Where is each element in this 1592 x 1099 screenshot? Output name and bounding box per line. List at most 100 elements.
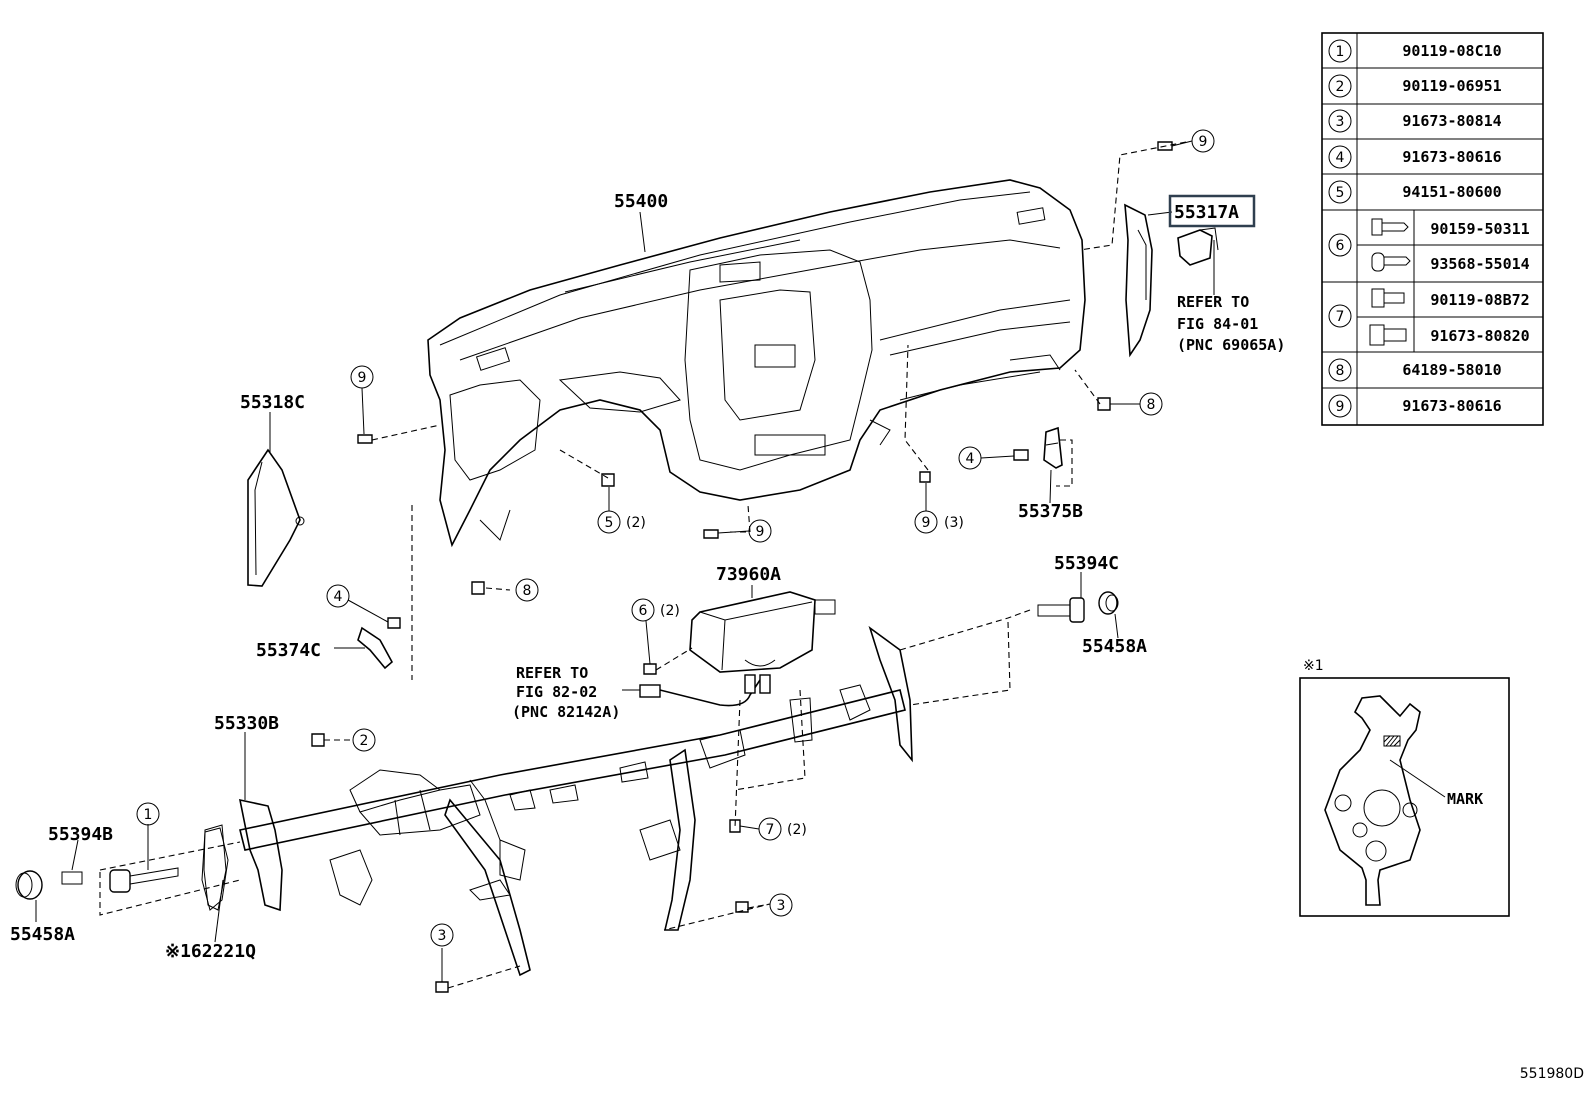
svg-text:9: 9 <box>1199 134 1208 150</box>
solid-leaders <box>35 211 1446 943</box>
refer-note-line: (PNC 82142A) <box>512 703 620 721</box>
label-55374C: 55374C <box>256 640 321 661</box>
refer-note-line: FIG 84-01 <box>1177 315 1258 333</box>
clip-icon <box>1371 218 1409 236</box>
clip-icon <box>1371 252 1411 272</box>
table-row: 5 94151-80600 <box>1328 180 1502 204</box>
side-panel-right <box>1124 203 1219 358</box>
refer-note-line: (PNC 69065A) <box>1177 336 1285 354</box>
svg-text:7: 7 <box>766 822 775 838</box>
callout-4: 4 <box>958 446 1015 470</box>
table-row: 9 91673-80616 <box>1328 394 1502 418</box>
label-162221Q: ※162221Q <box>165 941 256 962</box>
airbag-module <box>639 591 836 707</box>
callout-7: 7 (2) <box>739 817 807 841</box>
label-55458A-right: 55458A <box>1082 636 1147 657</box>
figure-code: 551980D <box>1520 1066 1584 1082</box>
callout-6: 6 (2) <box>631 598 680 665</box>
table-row: 8 64189-58010 <box>1328 358 1502 382</box>
part-number: 91673-80820 <box>1430 327 1529 345</box>
callout-4: 4 <box>326 584 389 623</box>
refer-note-line: REFER TO <box>1177 293 1249 311</box>
callout-8: 8 <box>515 578 539 602</box>
callout-9: 9 <box>350 365 374 435</box>
callout-8: 8 <box>1110 392 1163 416</box>
row-number: 5 <box>1336 185 1345 201</box>
label-55458A-left: 55458A <box>10 924 75 945</box>
svg-text:(2): (2) <box>626 515 646 531</box>
svg-text:1: 1 <box>144 807 153 823</box>
callouts: 9 9 9 9 (3) 8 8 5 <box>136 129 1215 947</box>
parts-table: 1 90119-08C10 2 90119-06951 3 91673-8081… <box>1321 32 1544 426</box>
label-55394C: 55394C <box>1054 553 1119 574</box>
reinforcement-beam <box>201 625 913 977</box>
part-number: 64189-58010 <box>1402 361 1501 379</box>
svg-text:6: 6 <box>639 603 648 619</box>
callout-3: 3 <box>769 893 793 917</box>
row-number: 6 <box>1336 238 1345 254</box>
table-row: 3 91673-80814 <box>1328 109 1502 133</box>
label-55400: 55400 <box>614 191 668 212</box>
callout-9: 9 (3) <box>914 483 964 534</box>
label-55394B: 55394B <box>48 824 113 845</box>
table-row: 7 90119-08B72 91673-80820 <box>1328 288 1530 346</box>
svg-text:2: 2 <box>360 733 369 749</box>
label-55318C: 55318C <box>240 392 305 413</box>
part-number: 94151-80600 <box>1402 183 1501 201</box>
row-number: 1 <box>1336 44 1345 60</box>
row-number: 2 <box>1336 79 1345 95</box>
svg-text:3: 3 <box>438 928 447 944</box>
svg-text:(2): (2) <box>787 822 807 838</box>
label-55375B: 55375B <box>1018 501 1083 522</box>
table-row: 6 90159-50311 93568-55014 <box>1328 218 1530 273</box>
row-number: 9 <box>1336 399 1345 415</box>
callout-9: 9 <box>717 519 772 543</box>
refer-note-line: REFER TO <box>516 664 588 682</box>
table-row: 4 91673-80616 <box>1328 145 1502 169</box>
row-number: 3 <box>1336 114 1345 130</box>
inset-marker: ※1 <box>1303 658 1324 674</box>
row-number: 8 <box>1336 363 1345 379</box>
svg-text:8: 8 <box>523 583 532 599</box>
svg-text:(3): (3) <box>944 515 964 531</box>
highlight-box <box>1168 194 1256 228</box>
svg-text:9: 9 <box>756 524 765 540</box>
svg-text:3: 3 <box>777 898 786 914</box>
part-number: 90119-08B72 <box>1430 291 1529 309</box>
svg-text:8: 8 <box>1147 397 1156 413</box>
instrument-panel-drawing <box>427 179 1086 548</box>
callout-5: 5 (2) <box>597 487 646 534</box>
inset-detail: ※1 MARK <box>1299 658 1510 917</box>
label-73960A: 73960A <box>716 564 781 585</box>
part-number: 91673-80616 <box>1402 148 1501 166</box>
label-55317A: 55317A <box>1174 202 1239 223</box>
bolt-icon <box>1369 324 1407 346</box>
svg-text:9: 9 <box>358 370 367 386</box>
dashed-leaders <box>99 141 1187 989</box>
refer-note-line: FIG 82-02 <box>516 683 597 701</box>
side-panel-left <box>247 448 305 587</box>
part-number: 90119-06951 <box>1402 77 1501 95</box>
callout-3: 3 <box>430 923 454 947</box>
callout-9: 9 <box>1171 129 1215 153</box>
part-number: 90119-08C10 <box>1402 42 1501 60</box>
part-number: 93568-55014 <box>1430 255 1529 273</box>
callout-2: 2 <box>352 728 376 752</box>
part-labels: 55400 55318C 55317A 55375B 55374C 73960A… <box>10 191 1285 962</box>
label-55330B: 55330B <box>214 713 279 734</box>
row-number: 7 <box>1336 309 1345 325</box>
part-number: 90159-50311 <box>1430 220 1529 238</box>
svg-text:4: 4 <box>966 451 975 467</box>
svg-text:(2): (2) <box>660 603 680 619</box>
part-number: 91673-80814 <box>1402 112 1501 130</box>
table-row: 1 90119-08C10 <box>1328 39 1502 63</box>
svg-text:5: 5 <box>605 515 614 531</box>
svg-text:9: 9 <box>922 515 931 531</box>
svg-text:4: 4 <box>334 589 343 605</box>
small-parts <box>15 141 1173 993</box>
part-number: 91673-80616 <box>1402 397 1501 415</box>
table-row: 2 90119-06951 <box>1328 74 1502 98</box>
row-number: 4 <box>1336 150 1345 166</box>
callout-1: 1 <box>136 802 160 826</box>
